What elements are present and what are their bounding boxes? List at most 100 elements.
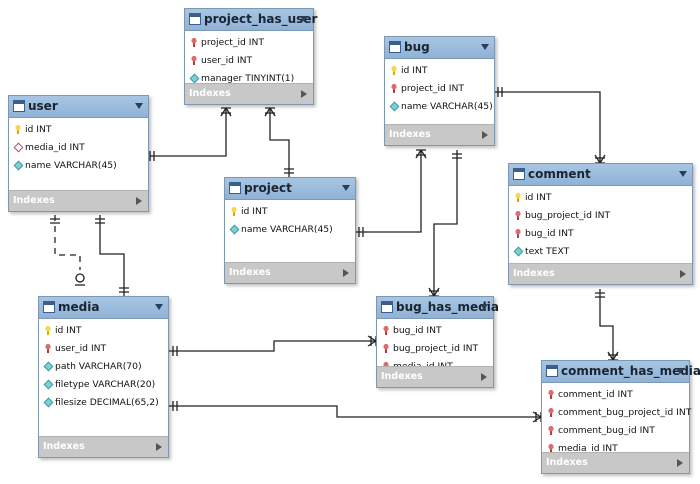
table-icon (13, 100, 25, 112)
indexes-label: Indexes (189, 88, 231, 99)
table-comment-has-media[interactable]: comment_has_media comment_id INT comment_b… (541, 360, 700, 474)
collapse-arrow-icon[interactable] (342, 185, 350, 191)
nullable-column-icon (14, 143, 22, 152)
expand-arrow-icon[interactable] (136, 197, 142, 205)
expand-arrow-icon[interactable] (156, 443, 162, 451)
collapse-arrow-icon[interactable] (676, 368, 684, 374)
column-row[interactable]: id INT (9, 121, 148, 139)
column-label: name VARCHAR(45) (401, 101, 493, 112)
table-title: comment_has_media (561, 364, 700, 378)
collapse-arrow-icon[interactable] (481, 44, 489, 50)
indexes-label: Indexes (546, 457, 588, 468)
column-icon (390, 102, 398, 111)
table-title: user (28, 99, 58, 113)
column-label: id INT (525, 192, 552, 203)
expand-arrow-icon[interactable] (677, 459, 683, 467)
column-label: id INT (55, 325, 82, 336)
table-user[interactable]: user id INT media_id INT name VARCHAR(45) In… (8, 95, 149, 212)
table-header[interactable]: comment (509, 164, 692, 186)
column-label: user_id INT (55, 343, 107, 354)
foreign-key-icon (382, 326, 390, 335)
column-label: media_id INT (25, 142, 85, 153)
expand-arrow-icon[interactable] (481, 373, 487, 381)
collapse-arrow-icon[interactable] (480, 304, 488, 310)
column-row[interactable]: id INT (225, 203, 355, 221)
indexes-section[interactable]: Indexes (9, 190, 148, 211)
table-header[interactable]: user (9, 96, 148, 118)
column-label: comment_id INT (558, 389, 633, 400)
indexes-section[interactable]: Indexes (542, 452, 689, 473)
table-header[interactable]: comment_has_media (542, 361, 700, 383)
table-bug[interactable]: bug id INT project_id INT name VARCHAR(45) I… (384, 36, 495, 146)
collapse-arrow-icon[interactable] (135, 103, 143, 109)
table-header[interactable]: bug_has_media (377, 297, 499, 319)
column-row[interactable]: media_id INT (542, 440, 689, 458)
collapse-arrow-icon[interactable] (300, 16, 308, 22)
column-row[interactable]: project_id INT (185, 34, 313, 52)
column-row[interactable]: bug_id INT (509, 225, 692, 243)
indexes-section[interactable]: Indexes (39, 436, 168, 457)
rel-bug-bug-has-media (433, 150, 458, 296)
foreign-key-icon (390, 84, 398, 93)
table-title: project (244, 181, 292, 195)
expand-arrow-icon[interactable] (680, 270, 686, 278)
indexes-section[interactable]: Indexes (225, 262, 355, 283)
indexes-section[interactable]: Indexes (385, 124, 494, 145)
collapse-arrow-icon[interactable] (155, 304, 163, 310)
column-row[interactable]: comment_id INT (542, 386, 689, 404)
indexes-label: Indexes (381, 371, 423, 382)
table-header[interactable]: media (39, 297, 168, 319)
column-row[interactable]: path VARCHAR(70) (39, 358, 168, 376)
column-row[interactable]: manager TINYINT(1) (185, 70, 313, 88)
table-icon (389, 41, 401, 53)
foreign-key-icon (44, 344, 52, 353)
column-row[interactable]: user_id INT (185, 52, 313, 70)
table-header[interactable]: bug (385, 37, 494, 59)
column-row[interactable]: id INT (39, 322, 168, 340)
column-row[interactable]: text TEXT (509, 243, 692, 261)
column-row[interactable]: bug_project_id INT (509, 207, 692, 225)
column-row[interactable]: comment_bug_id INT (542, 422, 689, 440)
column-row[interactable]: id INT (509, 189, 692, 207)
column-row[interactable]: filetype VARCHAR(20) (39, 376, 168, 394)
table-icon (229, 182, 241, 194)
expand-arrow-icon[interactable] (343, 269, 349, 277)
indexes-section[interactable]: Indexes (185, 83, 313, 104)
column-row[interactable]: name VARCHAR(45) (385, 98, 494, 116)
collapse-arrow-icon[interactable] (679, 171, 687, 177)
column-row[interactable]: bug_project_id INT (377, 340, 493, 358)
column-row[interactable]: id INT (385, 62, 494, 80)
column-row[interactable]: bug_id INT (377, 322, 493, 340)
column-label: filesize DECIMAL(65,2) (55, 397, 159, 408)
column-row[interactable]: filesize DECIMAL(65,2) (39, 394, 168, 412)
table-header[interactable]: project (225, 178, 355, 200)
column-list: id INT user_id INT path VARCHAR(70)filetyp… (39, 319, 168, 412)
column-label: project_id INT (401, 83, 464, 94)
column-icon (514, 247, 522, 256)
column-row[interactable]: user_id INT (39, 340, 168, 358)
primary-key-icon (390, 66, 398, 75)
indexes-section[interactable]: Indexes (377, 366, 493, 387)
table-header[interactable]: project_has_user (185, 9, 317, 31)
column-row[interactable]: name VARCHAR(45) (9, 157, 148, 175)
column-row[interactable]: name VARCHAR(45) (225, 221, 355, 239)
expand-arrow-icon[interactable] (482, 131, 488, 139)
table-title: comment (528, 167, 591, 181)
expand-arrow-icon[interactable] (301, 90, 307, 98)
table-icon (381, 301, 393, 313)
column-row[interactable]: project_id INT (385, 80, 494, 98)
column-row[interactable]: comment_bug_project_id INT (542, 404, 691, 422)
column-row[interactable]: media_id INT (9, 139, 148, 157)
column-label: id INT (401, 65, 428, 76)
column-label: media_id INT (558, 443, 618, 454)
indexes-section[interactable]: Indexes (509, 263, 692, 284)
rel-media-comment-has-media (169, 405, 541, 418)
